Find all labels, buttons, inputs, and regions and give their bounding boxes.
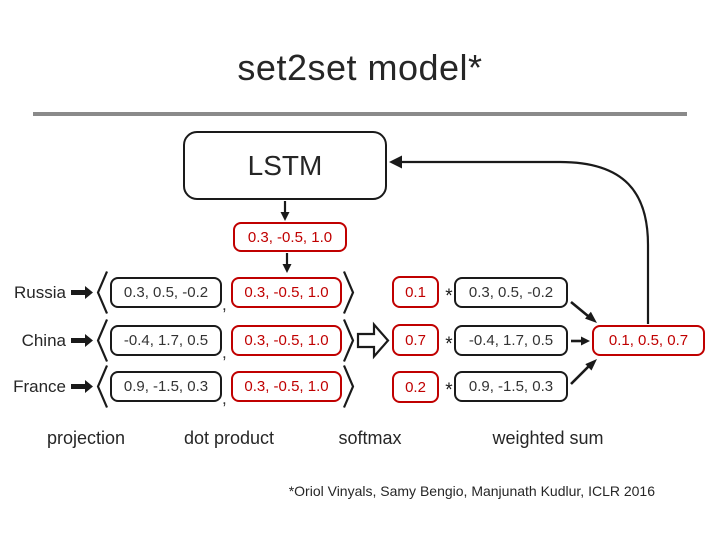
russia-projection-box: 0.3, 0.5, -0.2 <box>110 277 222 308</box>
china-arrow-icon <box>71 334 93 347</box>
china-multiply-star: * <box>445 334 453 355</box>
france-projection-box: 0.9, -1.5, 0.3 <box>110 371 222 402</box>
stage-label-softmax: softmax <box>338 428 402 448</box>
sum-arrow2-head <box>581 336 590 346</box>
title-divider <box>33 112 687 116</box>
query-broadcast-arrow-head <box>282 264 292 273</box>
china-softmax-box: 0.7 <box>392 324 439 356</box>
russia-weighted-box: 0.3, 0.5, -0.2 <box>454 277 568 308</box>
row-label-france: France <box>13 377 66 396</box>
france-arrow-icon <box>71 380 93 393</box>
sum-arrow3-head <box>585 359 597 371</box>
france-weighted-box: 0.9, -1.5, 0.3 <box>454 371 568 402</box>
france-softmax-box: 0.2 <box>392 371 439 403</box>
slide-title: set2set model* <box>237 47 483 88</box>
china-close-bracket <box>342 319 355 362</box>
stage-label-dot-product: dot product <box>183 428 275 448</box>
lstm-box: LSTM <box>183 131 387 200</box>
sum-arrow3-line <box>570 365 590 385</box>
france-query-box: 0.3, -0.5, 1.0 <box>231 371 342 402</box>
china-query-box: 0.3, -0.5, 1.0 <box>231 325 342 356</box>
result-vector-box: 0.1, 0.5, 0.7 <box>592 325 705 356</box>
china-projection-box: -0.4, 1.7, 0.5 <box>110 325 222 356</box>
russia-query-box: 0.3, -0.5, 1.0 <box>231 277 342 308</box>
russia-arrow-icon <box>71 286 93 299</box>
france-close-bracket <box>342 365 355 408</box>
stage-label-projection: projection <box>46 428 126 448</box>
softmax-block-arrow-icon <box>356 321 390 360</box>
sum-arrow1-head <box>585 311 597 323</box>
china-open-bracket <box>96 319 109 362</box>
query-vector-box: 0.3, -0.5, 1.0 <box>233 222 347 252</box>
feedback-curve <box>402 160 650 324</box>
row-label-russia: Russia <box>14 283 66 302</box>
china-weighted-box: -0.4, 1.7, 0.5 <box>454 325 568 356</box>
russia-open-bracket <box>96 271 109 314</box>
russia-softmax-box: 0.1 <box>392 276 439 308</box>
russia-multiply-star: * <box>445 286 453 307</box>
france-multiply-star: * <box>445 380 453 401</box>
row-label-china: China <box>21 331 66 350</box>
france-pair-comma: , <box>222 389 227 408</box>
russia-pair-comma: , <box>222 295 227 314</box>
france-open-bracket <box>96 365 109 408</box>
stage-label-weighted-sum: weighted sum <box>492 428 604 448</box>
russia-close-bracket <box>342 271 355 314</box>
citation-footnote: *Oriol Vinyals, Samy Bengio, Manjunath K… <box>288 483 655 499</box>
china-pair-comma: , <box>222 343 227 362</box>
sum-arrow1-line <box>570 300 589 318</box>
feedback-arrow-head <box>389 155 402 169</box>
lstm-output-arrow-head <box>280 212 290 221</box>
